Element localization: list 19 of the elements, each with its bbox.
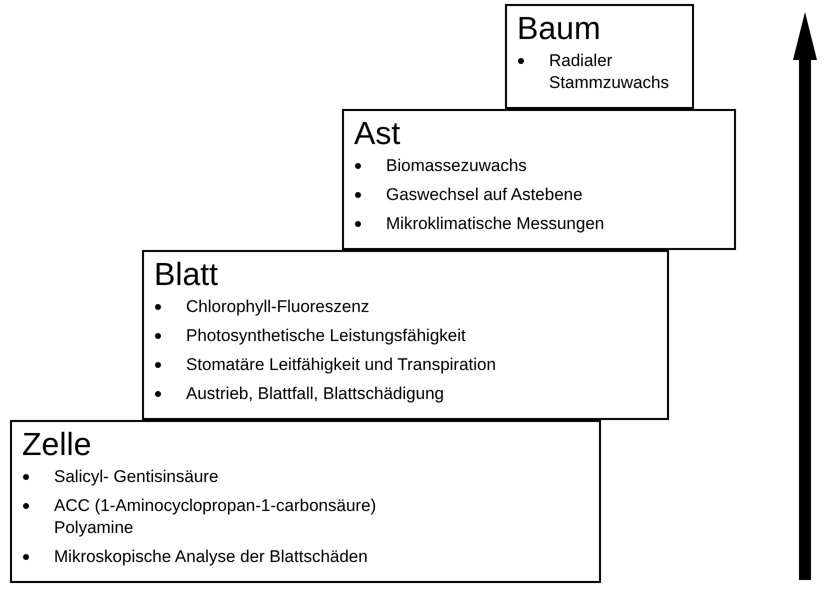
level-heading: Baum [517,10,601,46]
bullet-text: Stomatäre Leitfähigkeit und Transpiration [186,354,496,376]
level-box [10,420,601,583]
bullet-text: Radialer Stammzuwachs [549,50,670,94]
level-box [505,4,694,109]
bullet-text: Chlorophyll-Fluoreszenz [186,296,370,318]
level-heading: Zelle [22,426,92,462]
level-heading: Ast [354,115,400,151]
bullet-text: ACC (1-Aminocyclopropan-1-carbonsäure) Polyamine [54,495,378,539]
bullet-text: Mikroskopische Analyse der Blattschäden [54,546,368,568]
bullet-text: Mikroklimatische Messungen [386,213,604,235]
bullet-text: Austrieb, Blattfall, Blattschädigung [186,383,444,405]
bullet-text: Salicyl- Gentisinsäure [54,466,218,488]
bullet-text: Photosynthetische Leistungsfähigkeit [186,325,466,347]
level-box [142,250,669,420]
bullet-text: Gaswechsel auf Astebene [386,184,583,206]
level-box [342,109,736,250]
bullet-text: Biomassezuwachs [386,155,527,177]
level-heading: Blatt [154,256,218,292]
